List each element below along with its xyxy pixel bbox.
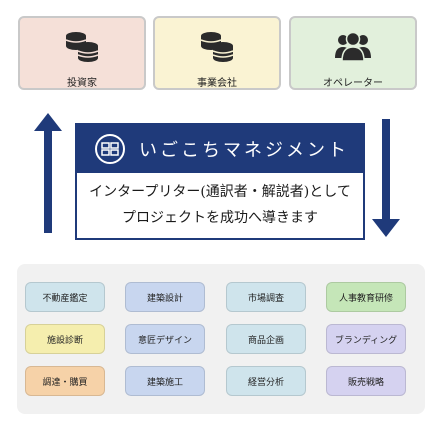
- service-chip: 不動産鑑定: [25, 282, 105, 312]
- service-chip: 販売戦略: [326, 366, 406, 396]
- center-description: インタープリター(通訳者・解説者)として プロジェクトを成功へ導きます: [77, 179, 363, 231]
- up-arrow-icon: [34, 113, 62, 233]
- logo-icon: [95, 134, 125, 164]
- service-chip: 施設診断: [25, 324, 105, 354]
- center-line-2: プロジェクトを成功へ導きます: [122, 210, 318, 226]
- stakeholder-label: オペレーター: [323, 78, 383, 89]
- coins-icon: [199, 30, 235, 64]
- center-box: いごこちマネジメント インタープリター(通訳者・解説者)として プロジェクトを成…: [75, 123, 365, 240]
- stakeholder-operator: オペレーター: [289, 16, 417, 90]
- stakeholder-label: 事業会社: [197, 78, 237, 89]
- center-title: いごこちマネジメント: [139, 140, 349, 161]
- service-chip: 経営分析: [226, 366, 306, 396]
- center-line-1: インタープリター(通訳者・解説者)として: [89, 184, 351, 200]
- stakeholder-company: 事業会社: [153, 16, 281, 90]
- stakeholder-investor: 投資家: [18, 16, 146, 90]
- service-chip: 人事教育研修: [326, 282, 406, 312]
- service-chip: ブランディング: [326, 324, 406, 354]
- down-arrow-icon: [372, 119, 400, 237]
- coins-icon: [64, 30, 100, 64]
- center-header: いごこちマネジメント: [77, 125, 363, 173]
- service-chip: 建築施工: [125, 366, 205, 396]
- people-icon: [333, 30, 373, 64]
- service-chip: 調達・購買: [25, 366, 105, 396]
- service-chip: 商品企画: [226, 324, 306, 354]
- services-panel: 不動産鑑定 建築設計 市場調査 人事教育研修 施設診断 意匠デザイン 商品企画 …: [17, 264, 425, 414]
- service-chip: 建築設計: [125, 282, 205, 312]
- service-chip: 意匠デザイン: [125, 324, 205, 354]
- service-chip: 市場調査: [226, 282, 306, 312]
- stakeholder-label: 投資家: [67, 78, 97, 89]
